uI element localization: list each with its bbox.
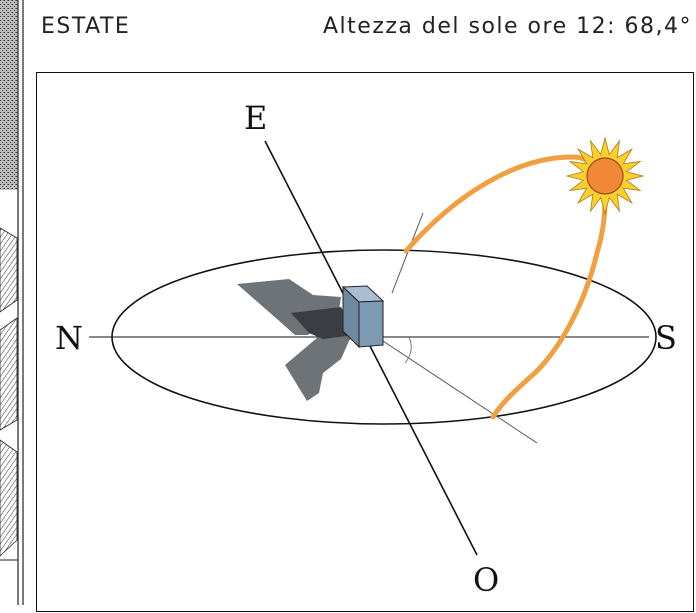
cardinal-west: O <box>473 561 499 599</box>
sun-disc <box>586 157 624 195</box>
cardinal-north: N <box>55 319 83 357</box>
sun-path-arc <box>403 154 608 420</box>
adjacent-drawing-strip <box>0 0 26 605</box>
east-west-axis <box>264 140 478 556</box>
building-shadow <box>237 279 355 401</box>
altitude-angle-arc <box>404 336 412 364</box>
sun-path-diagram-frame: N S E O <box>36 72 694 612</box>
building-front-face <box>358 300 384 348</box>
sun-path-diagram: N S E O <box>55 99 677 599</box>
shadow-dark-part <box>291 307 355 339</box>
season-title: ESTATE <box>41 14 131 39</box>
sun-altitude-label: Altezza del sole ore 12: 68,4° <box>323 14 692 39</box>
cardinal-east: E <box>244 99 267 137</box>
cardinal-south: S <box>655 319 677 357</box>
shadow-light-part-lower <box>285 321 355 401</box>
building-block <box>341 285 385 349</box>
sun-icon <box>565 136 645 216</box>
